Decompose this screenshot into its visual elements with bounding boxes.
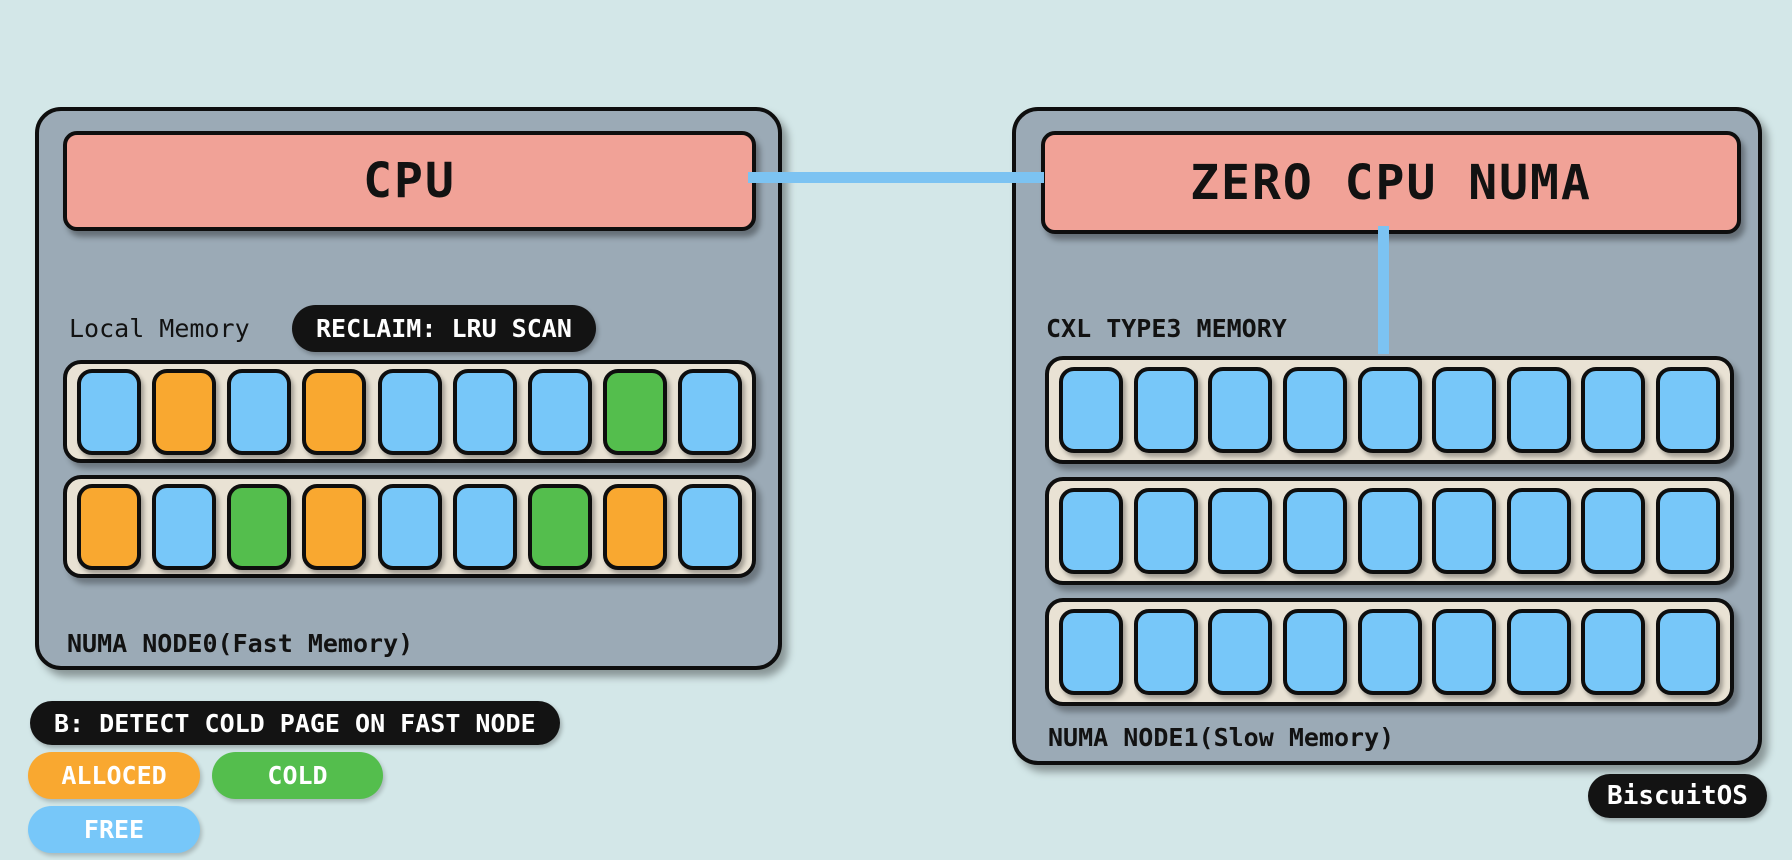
memory-cell-free <box>1656 367 1720 453</box>
memory-cell-free <box>1506 488 1571 574</box>
memory-cell-free <box>1357 609 1422 695</box>
node0-label: NUMA NODE0(Fast Memory) <box>67 629 414 658</box>
memory-cell-free <box>1432 488 1497 574</box>
memory-cell-free <box>1133 367 1198 453</box>
memory-row-node0-bottom <box>63 475 756 578</box>
memory-cell-free <box>452 483 517 570</box>
memory-cell-free <box>678 483 742 570</box>
memory-cell-free <box>1432 367 1497 453</box>
legend-alloced-pill: ALLOCED <box>28 752 200 799</box>
memory-cell-alloced <box>152 368 217 455</box>
node1-label: NUMA NODE1(Slow Memory) <box>1048 723 1395 752</box>
cxl-attach-line <box>1378 226 1389 354</box>
memory-cell-free <box>678 368 742 455</box>
memory-cell-free <box>1282 609 1347 695</box>
memory-row-node1-bottom <box>1045 598 1734 706</box>
memory-cell-free <box>1208 367 1273 453</box>
cxl-memory-label: CXL TYPE3 MEMORY <box>1046 314 1287 343</box>
memory-cell-free <box>77 368 141 455</box>
memory-row-node1-middle <box>1045 477 1734 585</box>
memory-cell-alloced <box>77 483 141 570</box>
memory-cell-free <box>1506 609 1571 695</box>
memory-cell-free <box>1282 488 1347 574</box>
memory-cell-free <box>377 368 442 455</box>
local-memory-label: Local Memory <box>69 314 250 343</box>
memory-cell-cold <box>602 368 667 455</box>
memory-cell-free <box>1282 367 1347 453</box>
zero-cpu-header: ZERO CPU NUMA <box>1041 131 1741 234</box>
reclaim-badge: RECLAIM: LRU SCAN <box>292 305 596 352</box>
memory-cell-cold <box>527 483 592 570</box>
memory-cell-free <box>1656 609 1720 695</box>
memory-cell-free <box>452 368 517 455</box>
memory-cell-alloced <box>602 483 667 570</box>
memory-cell-free <box>1208 609 1273 695</box>
biscuitos-badge: BiscuitOS <box>1588 774 1767 818</box>
memory-cell-free <box>1357 488 1422 574</box>
memory-cell-free <box>1357 367 1422 453</box>
memory-cell-free <box>1133 488 1198 574</box>
memory-cell-free <box>1506 367 1571 453</box>
cpu-interconnect-line <box>748 172 1044 183</box>
memory-cell-free <box>1059 367 1123 453</box>
memory-cell-free <box>1133 609 1198 695</box>
memory-row-node0-top <box>63 360 756 463</box>
memory-cell-free <box>1059 488 1123 574</box>
memory-cell-alloced <box>302 368 367 455</box>
numa-node1-box: ZERO CPU NUMA CXL TYPE3 MEMORY NUMA NODE… <box>1012 107 1762 765</box>
numa-node0-box: CPU Local Memory RECLAIM: LRU SCAN NUMA … <box>35 107 782 670</box>
memory-cell-alloced <box>302 483 367 570</box>
legend-free-pill: FREE <box>28 806 200 853</box>
legend-cold-pill: COLD <box>212 752 383 799</box>
step-b-badge: B: DETECT COLD PAGE ON FAST NODE <box>30 701 560 745</box>
memory-cell-free <box>527 368 592 455</box>
memory-cell-free <box>1581 609 1646 695</box>
cpu-header-label: CPU <box>363 153 456 209</box>
memory-cell-free <box>1059 609 1123 695</box>
memory-cell-free <box>1208 488 1273 574</box>
memory-row-node1-top <box>1045 356 1734 464</box>
memory-cell-free <box>1656 488 1720 574</box>
zero-cpu-header-label: ZERO CPU NUMA <box>1190 154 1592 211</box>
memory-cell-free <box>152 483 217 570</box>
cpu-header: CPU <box>63 131 756 231</box>
memory-cell-free <box>227 368 292 455</box>
memory-cell-free <box>1432 609 1497 695</box>
memory-cell-free <box>1581 367 1646 453</box>
memory-cell-free <box>377 483 442 570</box>
memory-cell-free <box>1581 488 1646 574</box>
memory-cell-cold <box>227 483 292 570</box>
